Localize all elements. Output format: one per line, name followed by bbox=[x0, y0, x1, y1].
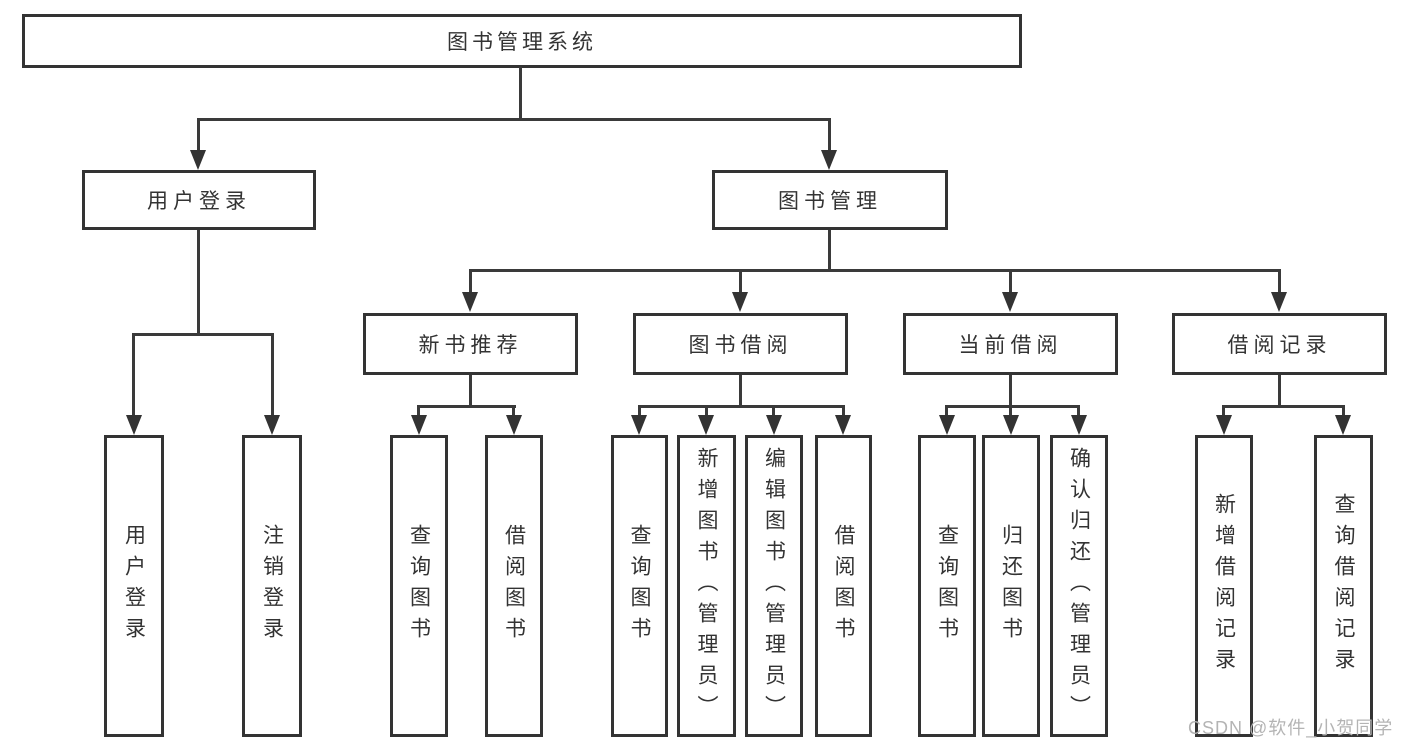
node-library-management-system: 图书管理系统 bbox=[22, 14, 1022, 68]
connector-drop bbox=[842, 405, 845, 417]
connector-drop-book-management bbox=[828, 118, 831, 152]
connector-borrow-records-stem bbox=[1278, 375, 1281, 408]
connector-book-management-crossbar bbox=[469, 269, 1281, 272]
connector-book-borrow-crossbar bbox=[638, 405, 845, 408]
connector-drop bbox=[638, 405, 641, 417]
node-book-management: 图书管理 bbox=[712, 170, 948, 230]
connector-drop bbox=[417, 405, 420, 417]
arrowhead-down-icon bbox=[1271, 292, 1287, 312]
arrowhead-down-icon bbox=[821, 150, 837, 170]
connector-drop bbox=[1342, 405, 1345, 417]
leaf-add-book-admin: 新增图书（管理员） bbox=[677, 435, 736, 737]
arrowhead-down-icon bbox=[766, 415, 782, 435]
connector-root-crossbar bbox=[197, 118, 831, 121]
connector-drop-current-borrow bbox=[1009, 269, 1012, 294]
connector-drop bbox=[1222, 405, 1225, 417]
arrowhead-down-icon bbox=[1003, 415, 1019, 435]
arrowhead-down-icon bbox=[1335, 415, 1351, 435]
connector-drop bbox=[512, 405, 515, 417]
arrowhead-down-icon bbox=[939, 415, 955, 435]
connector-new-book-stem bbox=[469, 375, 472, 408]
connector-new-book-crossbar bbox=[417, 405, 516, 408]
arrowhead-down-icon bbox=[1002, 292, 1018, 312]
leaf-return-books: 归还图书 bbox=[982, 435, 1040, 737]
leaf-borrow-books: 借阅图书 bbox=[485, 435, 543, 737]
leaf-edit-book-admin: 编辑图书（管理员） bbox=[745, 435, 803, 737]
connector-drop-new-book bbox=[469, 269, 472, 294]
node-book-borrow: 图书借阅 bbox=[633, 313, 848, 375]
connector-drop bbox=[705, 405, 708, 417]
connector-drop-book-borrow bbox=[739, 269, 742, 294]
leaf-confirm-return-admin: 确认归还（管理员） bbox=[1050, 435, 1108, 737]
leaf-query-books: 查询图书 bbox=[390, 435, 448, 737]
leaf-logout: 注销登录 bbox=[242, 435, 302, 737]
connector-drop bbox=[772, 405, 775, 417]
node-user-login: 用户登录 bbox=[82, 170, 316, 230]
arrowhead-down-icon bbox=[462, 292, 478, 312]
node-current-borrow: 当前借阅 bbox=[903, 313, 1118, 375]
arrowhead-down-icon bbox=[506, 415, 522, 435]
arrowhead-down-icon bbox=[698, 415, 714, 435]
node-borrow-records: 借阅记录 bbox=[1172, 313, 1387, 375]
arrowhead-down-icon bbox=[1216, 415, 1232, 435]
arrowhead-down-icon bbox=[732, 292, 748, 312]
arrowhead-down-icon bbox=[835, 415, 851, 435]
arrowhead-down-icon bbox=[411, 415, 427, 435]
connector-book-borrow-stem bbox=[739, 375, 742, 408]
arrowhead-down-icon bbox=[1071, 415, 1087, 435]
node-new-book-recommend: 新书推荐 bbox=[363, 313, 578, 375]
leaf-user-login: 用户登录 bbox=[104, 435, 164, 737]
arrowhead-down-icon bbox=[264, 415, 280, 435]
connector-user-login-stem bbox=[197, 230, 200, 335]
leaf-borrow-books: 借阅图书 bbox=[815, 435, 872, 737]
leaf-query-borrow-record: 查询借阅记录 bbox=[1314, 435, 1373, 737]
connector-book-management-stem bbox=[828, 230, 831, 272]
leaf-add-borrow-record: 新增借阅记录 bbox=[1195, 435, 1253, 737]
arrowhead-down-icon bbox=[631, 415, 647, 435]
connector-drop bbox=[1009, 405, 1012, 417]
csdn-watermark: CSDN @软件_小贺同学 bbox=[1188, 718, 1394, 738]
arrowhead-down-icon bbox=[190, 150, 206, 170]
connector-borrow-records-crossbar bbox=[1222, 405, 1345, 408]
connector-root-stem bbox=[519, 67, 522, 120]
leaf-query-books: 查询图书 bbox=[611, 435, 668, 737]
connector-drop-user-login bbox=[197, 118, 200, 152]
connector-user-login-crossbar bbox=[132, 333, 274, 336]
connector-drop bbox=[945, 405, 948, 417]
connector-drop-login bbox=[132, 333, 135, 416]
leaf-query-books: 查询图书 bbox=[918, 435, 976, 737]
connector-drop bbox=[1077, 405, 1080, 417]
arrowhead-down-icon bbox=[126, 415, 142, 435]
connector-current-borrow-crossbar bbox=[945, 405, 1080, 408]
connector-current-borrow-stem bbox=[1009, 375, 1012, 408]
connector-drop-logout bbox=[271, 333, 274, 416]
connector-drop-borrow-records bbox=[1278, 269, 1281, 294]
